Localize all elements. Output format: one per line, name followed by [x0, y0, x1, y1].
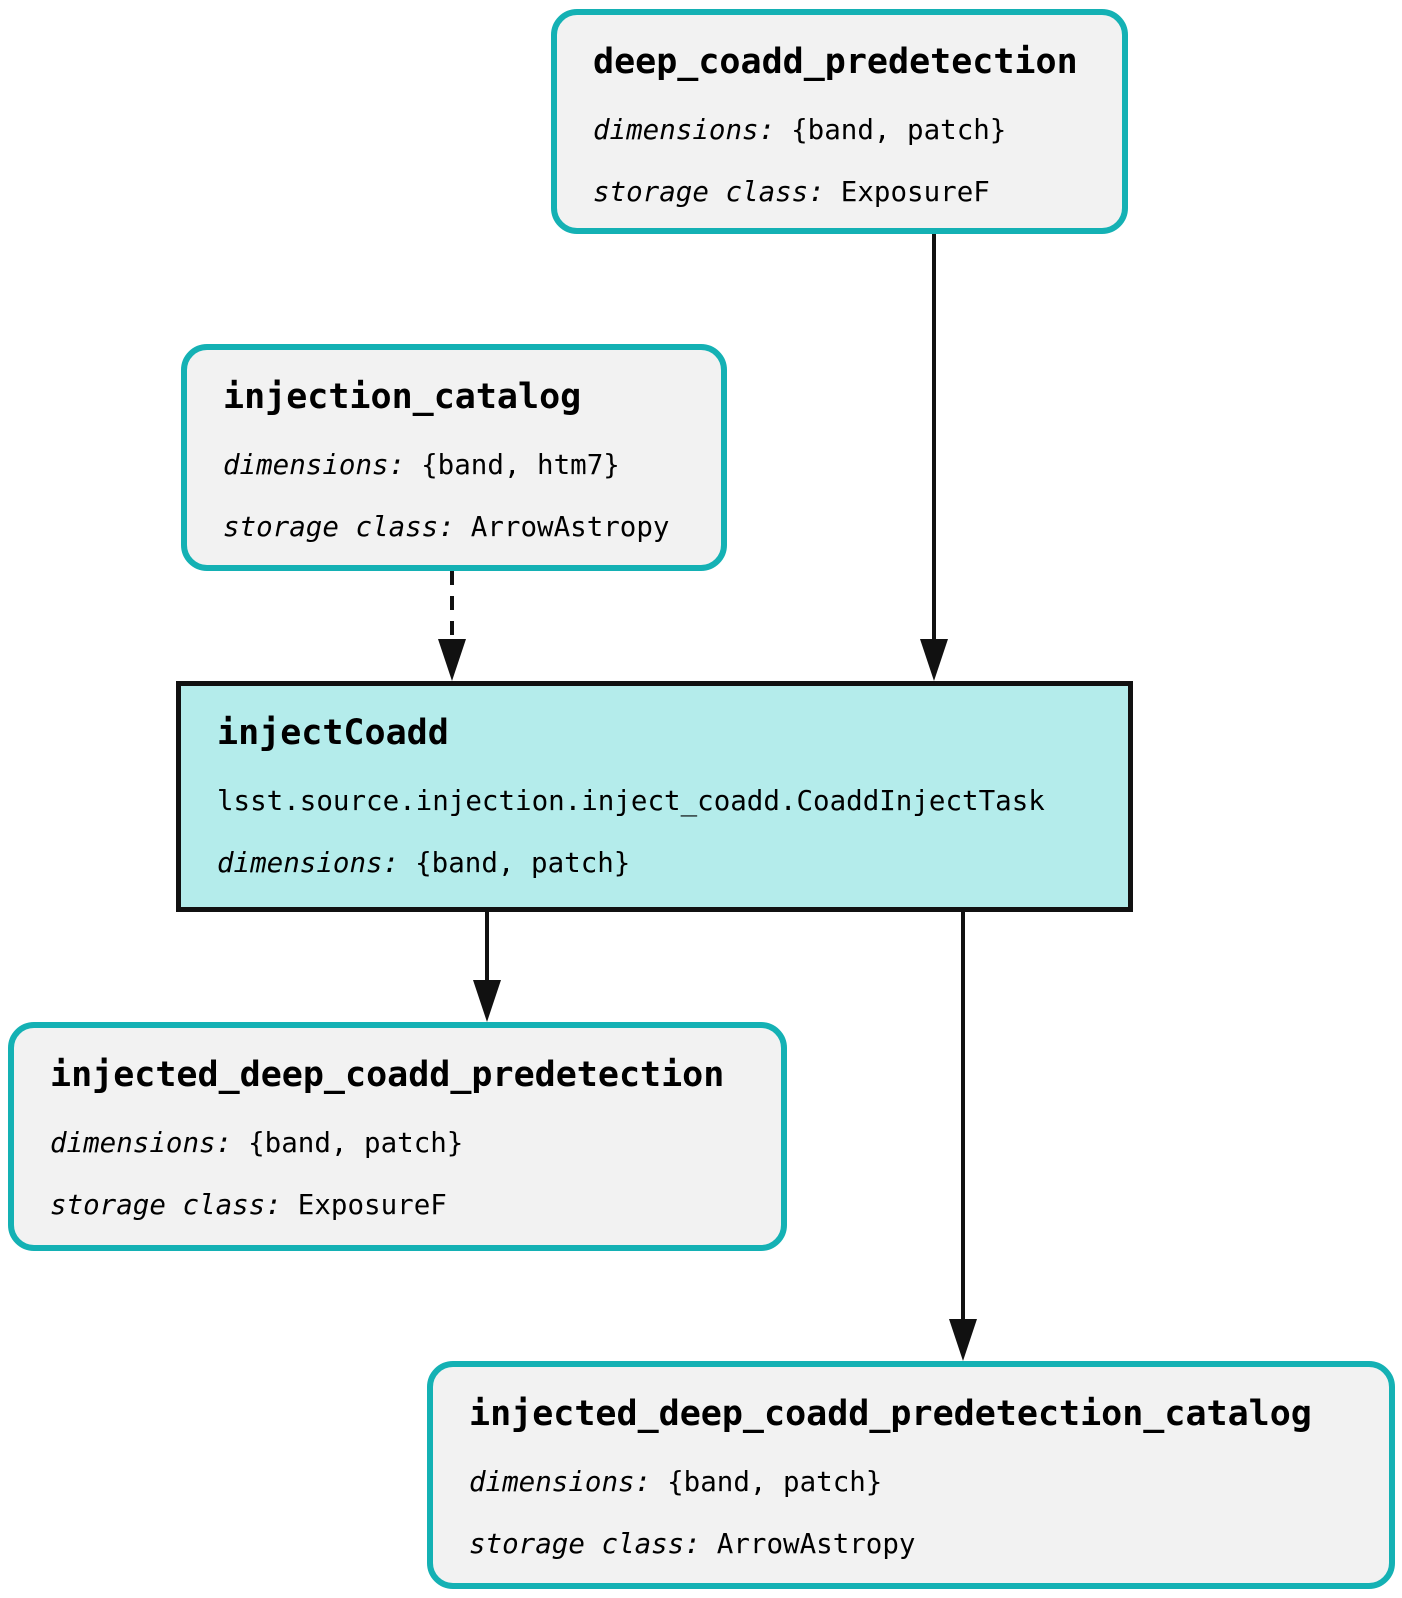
dataset-node-injected-deep-coadd-predetection: injected_deep_coadd_predetection dimensi… [8, 1022, 787, 1251]
node-title: deep_coadd_predetection [593, 42, 1078, 82]
node-dimensions-row: dimensions: {band, htm7} [223, 449, 620, 483]
dimensions-value: {band, htm7} [421, 448, 620, 481]
storage-class-value: ExposureF [297, 1189, 447, 1222]
node-title: injectCoadd [217, 713, 449, 753]
node-storage-row: storage class: ArrowAstropy [469, 1528, 915, 1562]
edge-injectcoadd-to-injected-deep-coadd-predetection-catalog [949, 912, 977, 1361]
edge-injection-catalog-to-injectcoadd [438, 571, 466, 681]
node-title: injection_catalog [223, 377, 582, 417]
node-task-class-row: lsst.source.injection.inject_coadd.Coadd… [217, 785, 1045, 819]
storage-class-label: storage class: [50, 1189, 282, 1222]
task-class-value: lsst.source.injection.inject_coadd.Coadd… [217, 784, 1045, 817]
dimensions-label: dimensions: [223, 448, 406, 481]
edge-deep-coadd-predetection-to-injectcoadd [920, 234, 948, 681]
node-title: injected_deep_coadd_predetection [50, 1055, 725, 1095]
node-storage-row: storage class: ExposureF [593, 176, 990, 210]
node-dimensions-row: dimensions: {band, patch} [593, 114, 1006, 148]
dimensions-value: {band, patch} [415, 847, 631, 880]
node-dimensions-row: dimensions: {band, patch} [50, 1127, 463, 1161]
dataset-node-injected-deep-coadd-predetection-catalog: injected_deep_coadd_predetection_catalog… [427, 1361, 1395, 1589]
dimensions-value: {band, patch} [248, 1126, 464, 1159]
dimensions-label: dimensions: [469, 1465, 652, 1498]
storage-class-label: storage class: [223, 511, 455, 544]
dimensions-label: dimensions: [593, 113, 776, 146]
edge-injectcoadd-to-injected-deep-coadd-predetection [473, 912, 501, 1022]
dimensions-value: {band, patch} [791, 113, 1007, 146]
storage-class-label: storage class: [469, 1528, 701, 1561]
storage-class-value: ArrowAstropy [716, 1528, 916, 1561]
dataset-node-injection-catalog: injection_catalog dimensions: {band, htm… [181, 344, 727, 571]
storage-class-label: storage class: [593, 176, 825, 209]
storage-class-value: ExposureF [840, 176, 990, 209]
storage-class-value: ArrowAstropy [470, 511, 670, 544]
node-storage-row: storage class: ArrowAstropy [223, 511, 669, 545]
dataset-node-deep-coadd-predetection: deep_coadd_predetection dimensions: {ban… [551, 9, 1128, 234]
node-dimensions-row: dimensions: {band, patch} [217, 847, 630, 881]
dimensions-label: dimensions: [217, 847, 400, 880]
dimensions-label: dimensions: [50, 1126, 233, 1159]
node-title: injected_deep_coadd_predetection_catalog [469, 1394, 1312, 1434]
dimensions-value: {band, patch} [667, 1465, 883, 1498]
node-storage-row: storage class: ExposureF [50, 1189, 447, 1223]
node-dimensions-row: dimensions: {band, patch} [469, 1466, 882, 1500]
task-node-injectcoadd: injectCoadd lsst.source.injection.inject… [176, 681, 1133, 912]
